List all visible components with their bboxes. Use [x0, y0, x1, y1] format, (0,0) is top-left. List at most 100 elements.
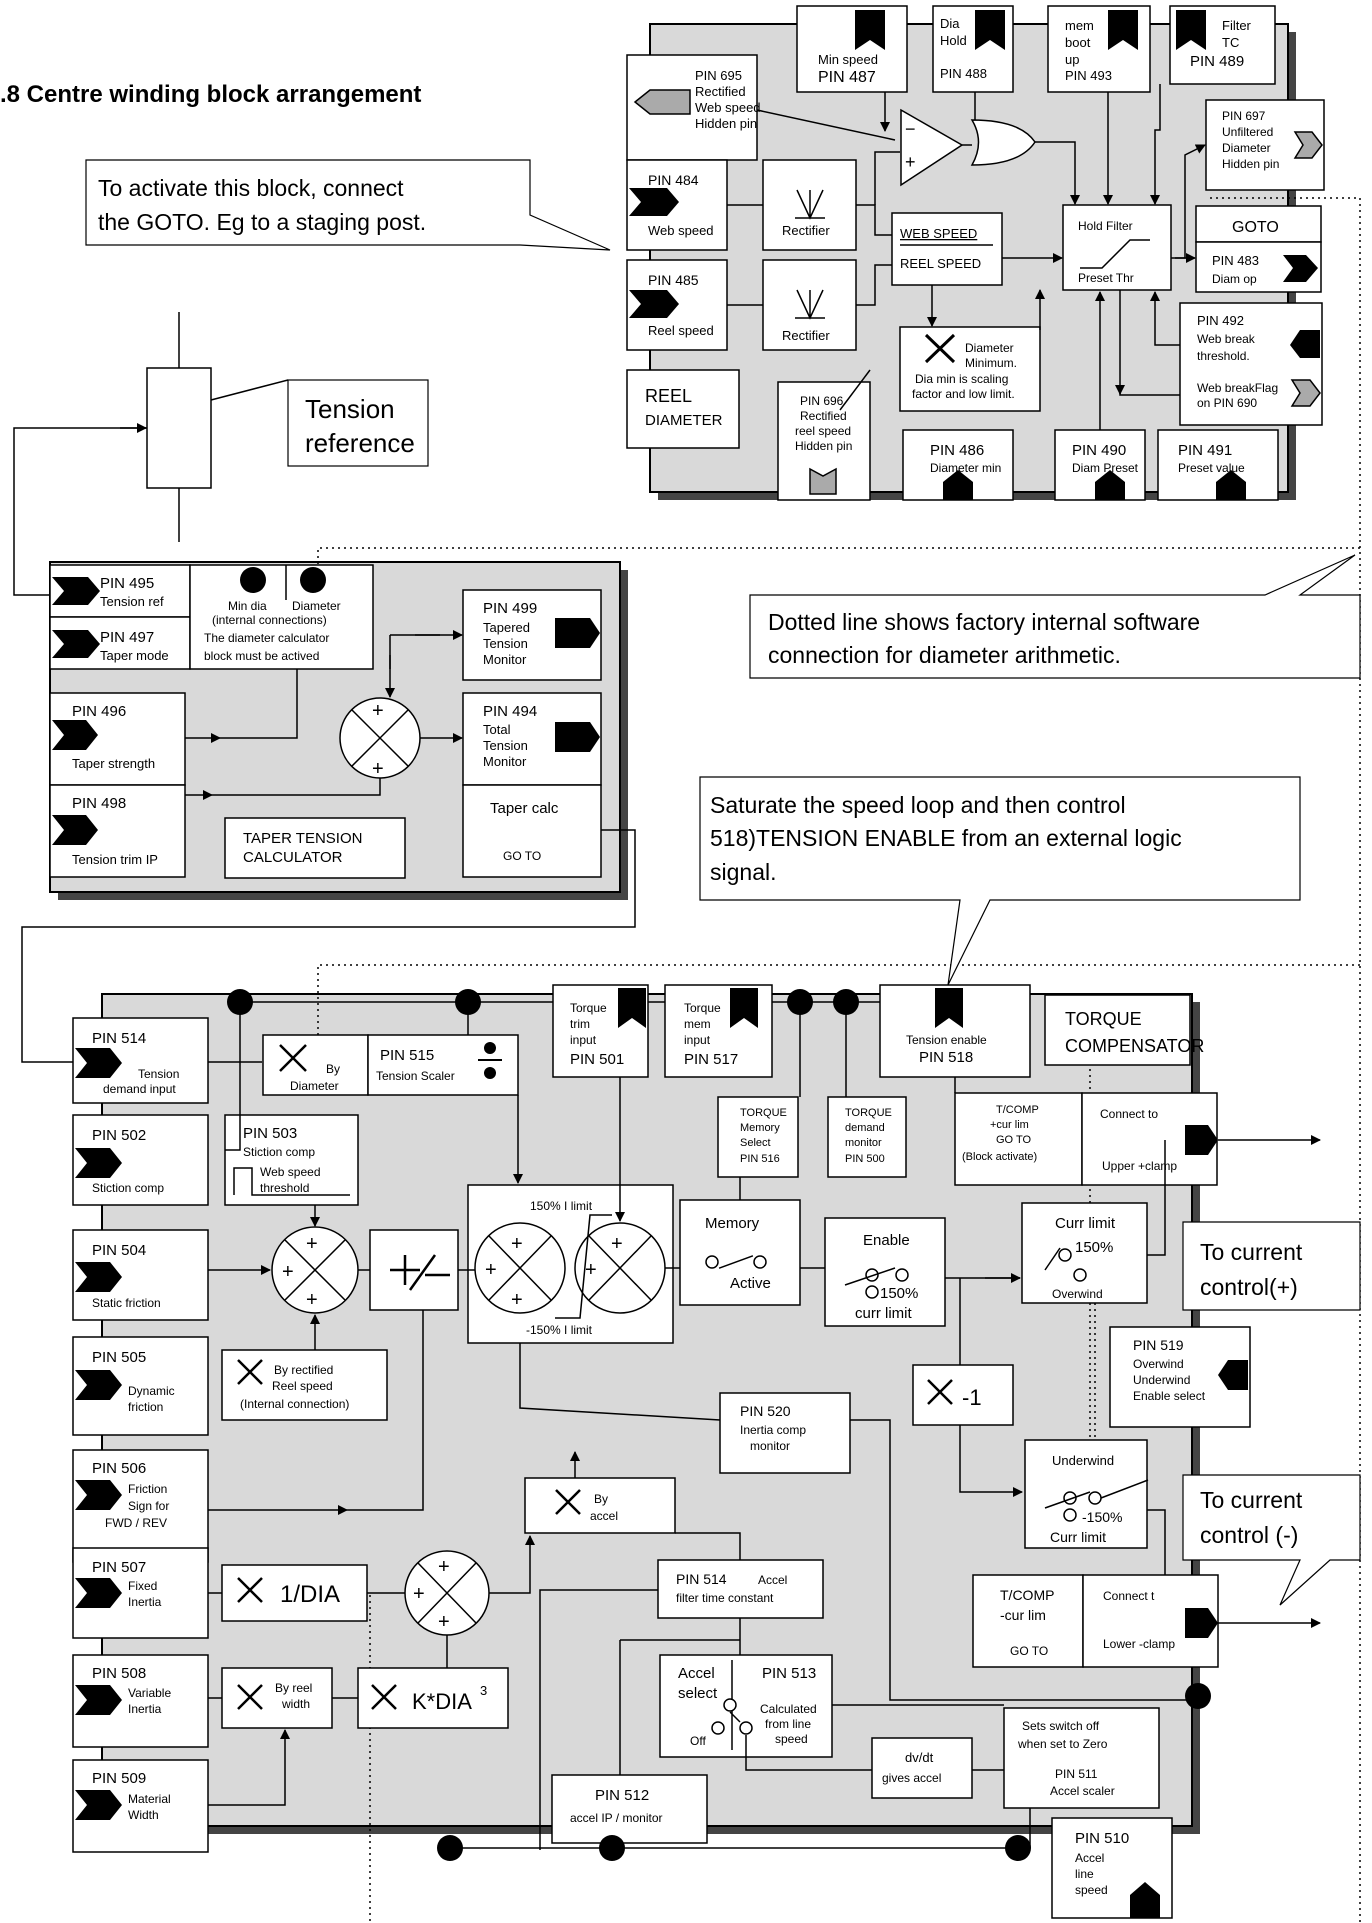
svg-text:GOTO: GOTO	[1232, 219, 1279, 236]
svg-text:(Block activate): (Block activate)	[962, 1151, 1037, 1163]
pin-489-box[interactable]: Filter TC PIN 489	[1169, 5, 1276, 85]
svg-text:COMPENSATOR: COMPENSATOR	[1065, 1036, 1204, 1056]
svg-text:Underwind: Underwind	[1052, 1453, 1114, 1468]
pin-493-box[interactable]: mem boot up PIN 493	[1047, 5, 1151, 93]
pin-497-box[interactable]: PIN 497 Taper mode	[49, 616, 191, 670]
pin-508-variable-inertia[interactable]: PIN 508 Variable Inertia	[72, 1654, 209, 1748]
pin-498-box[interactable]: PIN 498 Tension trim IP	[49, 784, 186, 878]
pin-506-friction-sign[interactable]: PIN 506 Friction Sign for FWD / REV	[72, 1449, 209, 1563]
pin-695-box[interactable]: PIN 695 Rectified Web speed Hidden pin	[626, 54, 761, 161]
diameter-minimum-box: Diameter Minimum. Dia min is scaling fac…	[899, 326, 1041, 412]
svg-text:CALCULATOR: CALCULATOR	[243, 849, 343, 866]
pin-511-accel-scaler[interactable]: Sets switch off when set to Zero PIN 511…	[1003, 1707, 1160, 1809]
svg-text:+: +	[372, 758, 384, 780]
svg-text:REEL: REEL	[645, 386, 692, 406]
svg-text:connection for diameter arithm: connection for diameter arithmetic.	[768, 642, 1121, 668]
pin-485-box[interactable]: PIN 485 Reel speed	[626, 259, 728, 351]
pin-501-torque-trim[interactable]: Torque trim input PIN 501	[552, 984, 649, 1078]
svg-text:TORQUE: TORQUE	[845, 1107, 892, 1119]
pin-514-tension-demand[interactable]: PIN 514 Tension demand input	[72, 1017, 209, 1104]
reel-diameter-label: REEL DIAMETER	[626, 369, 740, 449]
memory-switch[interactable]: Memory Active	[679, 1199, 801, 1306]
svg-text:PIN 697: PIN 697	[1222, 109, 1266, 123]
tcomp-negative-goto[interactable]: T/COMP -cur lim GO TO Connect t Lower -c…	[972, 1574, 1219, 1668]
svg-text:Stiction comp: Stiction comp	[243, 1145, 315, 1159]
svg-text:threshold.: threshold.	[1197, 349, 1250, 363]
svg-text:Hidden pin: Hidden pin	[695, 116, 757, 131]
pin-507-fixed-inertia[interactable]: PIN 507 Fixed Inertia	[72, 1547, 209, 1639]
pin-514-accel-filter[interactable]: PIN 514 Accel filter time constant	[657, 1559, 824, 1619]
pin-496-box[interactable]: PIN 496 Taper strength	[49, 692, 186, 786]
pin-490-box[interactable]: PIN 490 Diam Preset	[1054, 429, 1146, 501]
tension-reference-symbol: Tension reference	[13, 312, 429, 596]
pin-519-overwind-select[interactable]: PIN 519 Overwind Underwind Enable select	[1109, 1326, 1251, 1428]
svg-text:REEL SPEED: REEL SPEED	[900, 256, 981, 271]
svg-text:Hidden pin: Hidden pin	[1222, 157, 1279, 171]
svg-text:PIN 513: PIN 513	[762, 1665, 816, 1682]
svg-text:on PIN 690: on PIN 690	[1197, 396, 1257, 410]
svg-text:Monitor: Monitor	[483, 652, 527, 667]
svg-text:Curr limit: Curr limit	[1055, 1215, 1116, 1232]
pin-509-material-width[interactable]: PIN 509 Material Width	[72, 1759, 209, 1853]
pin-484-box[interactable]: PIN 484 Web speed	[626, 159, 728, 251]
pin-499-box[interactable]: PIN 499 Tapered Tension Monitor	[462, 589, 602, 681]
enable-switch[interactable]: Enable 150% curr limit	[824, 1217, 946, 1327]
pin-491-box[interactable]: PIN 491 Preset value	[1157, 429, 1279, 501]
pin-502-stiction[interactable]: PIN 502 Stiction comp	[72, 1114, 209, 1206]
svg-text:Unfiltered: Unfiltered	[1222, 125, 1273, 139]
pin-488-box[interactable]: Dia Hold PIN 488	[932, 5, 1014, 93]
svg-text:PIN 520: PIN 520	[740, 1403, 791, 1419]
pin-503-stiction-threshold[interactable]: PIN 503 Stiction comp Web speed threshol…	[224, 1114, 359, 1206]
svg-text:Upper +clamp: Upper +clamp	[1102, 1159, 1177, 1173]
pin-494-box[interactable]: PIN 494 Total Tension Monitor	[462, 692, 602, 786]
pin-515-tension-scaler[interactable]: PIN 515 Tension Scaler	[367, 1034, 519, 1096]
svg-text:Enable select: Enable select	[1133, 1389, 1206, 1403]
pin-505-dynamic-friction[interactable]: PIN 505 Dynamic friction	[72, 1336, 209, 1436]
pin-487-box[interactable]: Min speed PIN 487	[796, 5, 908, 93]
svg-text:gives accel: gives accel	[882, 1771, 941, 1785]
curr-limit-overwind[interactable]: Curr limit 150% Overwind	[1021, 1202, 1148, 1304]
svg-text:dv/dt: dv/dt	[905, 1750, 934, 1765]
svg-text:+: +	[585, 1259, 597, 1281]
pin-696-box[interactable]: PIN 696 Rectified reel speed Hidden pin	[777, 381, 871, 501]
tcomp-positive-goto[interactable]: T/COMP +cur lim GO TO (Block activate) C…	[954, 1092, 1218, 1186]
svg-text:accel IP / monitor: accel IP / monitor	[570, 1811, 662, 1825]
svg-text:GO TO: GO TO	[996, 1134, 1031, 1146]
svg-text:PIN 505: PIN 505	[92, 1349, 146, 1366]
pin-510-accel-line-speed[interactable]: PIN 510 Accel line speed	[1051, 1817, 1173, 1919]
underwind-switch[interactable]: Underwind -150% Curr limit	[1024, 1439, 1149, 1549]
svg-text:+: +	[413, 1583, 425, 1605]
pin-495-box[interactable]: PIN 495 Tension ref	[49, 564, 191, 618]
taper-calc-goto[interactable]: Taper calc GO TO	[462, 784, 602, 878]
pin-504-static-friction[interactable]: PIN 504 Static friction	[72, 1229, 209, 1321]
svg-text:(Internal connection): (Internal connection)	[240, 1397, 349, 1411]
svg-text:+: +	[282, 1261, 294, 1283]
svg-text:Diam Preset: Diam Preset	[1072, 461, 1139, 475]
svg-text:Variable: Variable	[128, 1686, 171, 1700]
svg-text:TAPER TENSION: TAPER TENSION	[243, 830, 362, 847]
pin-520-inertia-monitor[interactable]: PIN 520 Inertia comp monitor	[719, 1392, 851, 1474]
svg-text:Tension enable: Tension enable	[906, 1033, 987, 1047]
svg-text:Dia: Dia	[940, 16, 960, 31]
svg-text:PIN 499: PIN 499	[483, 600, 537, 617]
svg-text:PIN 519: PIN 519	[1133, 1337, 1184, 1353]
pin-518-tension-enable[interactable]: Tension enable PIN 518	[879, 984, 1031, 1078]
svg-text:+: +	[306, 1289, 318, 1311]
svg-text:monitor: monitor	[750, 1439, 790, 1453]
svg-text:+: +	[438, 1556, 450, 1578]
pin-517-torque-mem[interactable]: Torque mem input PIN 517	[664, 984, 773, 1078]
pin-697-box[interactable]: PIN 697 Unfiltered Diameter Hidden pin	[1205, 99, 1325, 191]
goto-box[interactable]: GOTO PIN 483 Diam op	[1195, 205, 1322, 293]
pin-492-box[interactable]: PIN 492 Web break threshold. Web breakFl…	[1179, 302, 1323, 426]
svg-text:PIN 497: PIN 497	[100, 629, 154, 646]
svg-text:Inertia: Inertia	[128, 1595, 162, 1609]
pin-486-box[interactable]: PIN 486 Diameter min	[902, 429, 1014, 501]
svg-text:PIN 491: PIN 491	[1178, 442, 1232, 459]
pin-500-torque-monitor[interactable]: TORQUE demand monitor PIN 500	[827, 1096, 907, 1178]
svg-text:Hold: Hold	[940, 33, 967, 48]
svg-text:Connect to: Connect to	[1100, 1107, 1158, 1121]
summing-junction-friction: + + +	[271, 1226, 359, 1314]
pin-512-accel-ip[interactable]: PIN 512 accel IP / monitor	[551, 1774, 708, 1844]
pin-516-memory-select[interactable]: TORQUE Memory Select PIN 516	[717, 1096, 799, 1178]
